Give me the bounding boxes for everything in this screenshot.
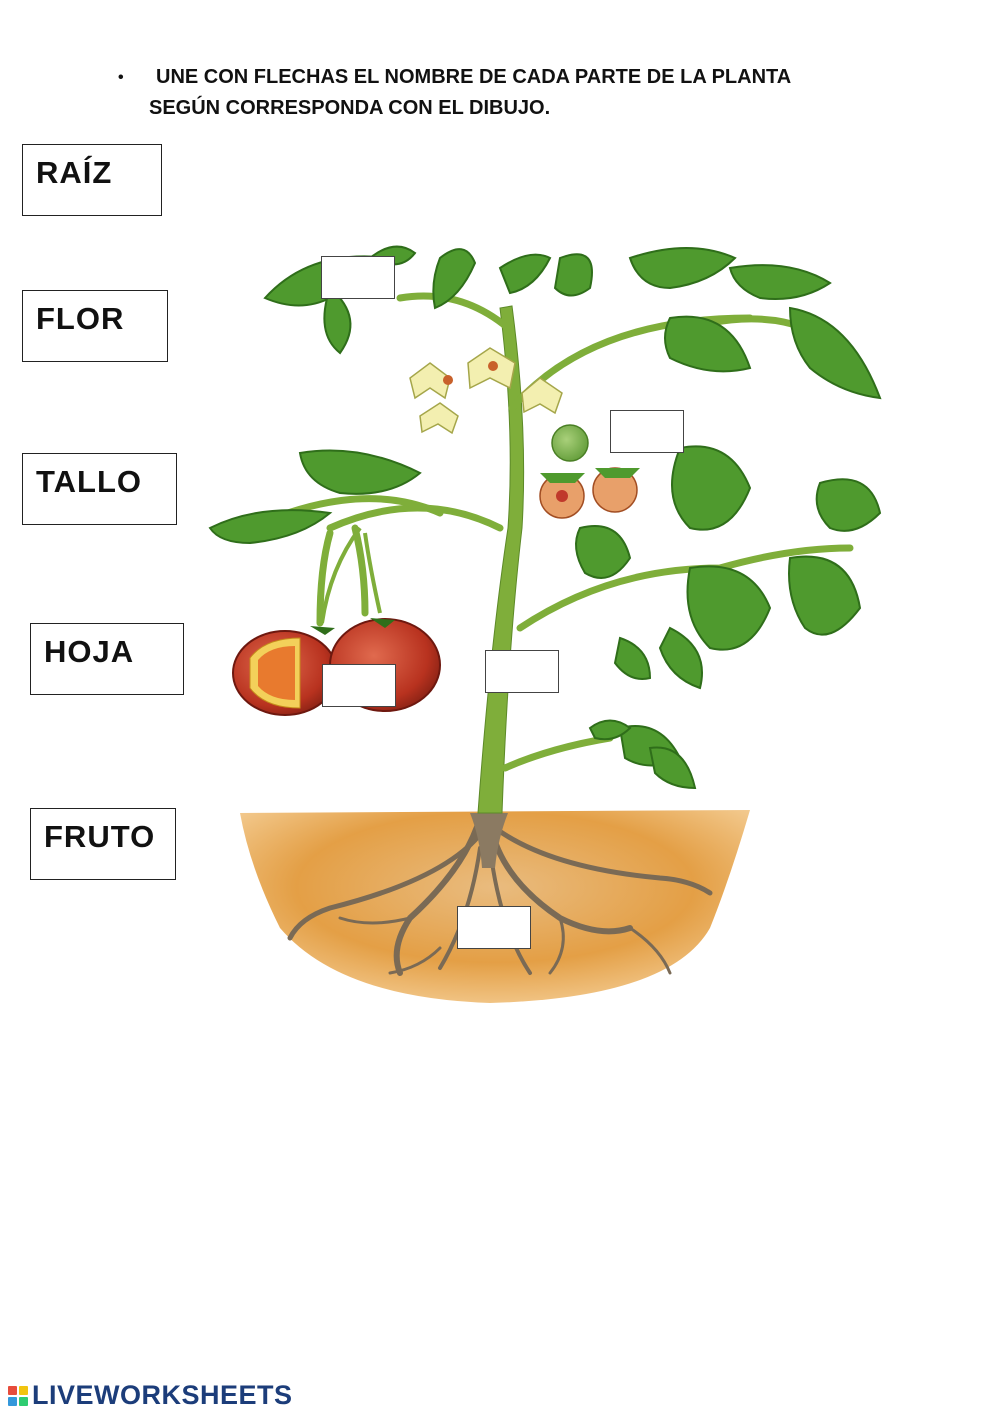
- tomato-plant-illustration: [208, 245, 882, 1003]
- brand-name: LIVEWORKSHEETS: [32, 1380, 293, 1410]
- answer-slot-5[interactable]: [457, 906, 531, 949]
- label-flor[interactable]: FLOR: [22, 290, 168, 362]
- roots: [287, 815, 713, 976]
- instruction-line-2: SEGÚN CORRESPONDA CON EL DIBUJO.: [149, 97, 551, 119]
- liveworksheets-logo: LIVEWORKSHEETS: [8, 1380, 293, 1411]
- answer-slot-2[interactable]: [610, 410, 684, 453]
- label-tallo[interactable]: TALLO: [22, 453, 177, 525]
- answer-slot-4[interactable]: [322, 664, 396, 707]
- label-hoja[interactable]: HOJA: [30, 623, 184, 695]
- instruction-line-1: UNE CON FLECHAS EL NOMBRE DE CADA PARTE …: [156, 66, 792, 88]
- answer-slot-1[interactable]: [321, 256, 395, 299]
- answer-slot-3[interactable]: [485, 650, 559, 693]
- flowers: [409, 347, 563, 435]
- tomato-cluster: [539, 424, 640, 519]
- label-raiz[interactable]: RAÍZ: [22, 144, 162, 216]
- bullet: •: [118, 69, 124, 86]
- label-fruto[interactable]: FRUTO: [30, 808, 176, 880]
- logo-grid-icon: [8, 1385, 28, 1406]
